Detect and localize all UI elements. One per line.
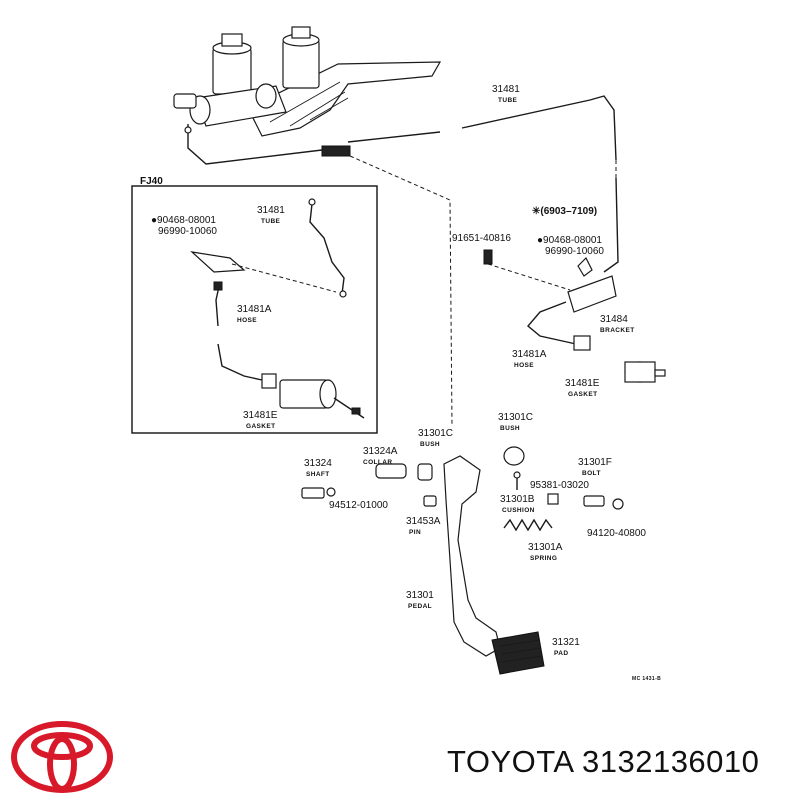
svg-text:PAD: PAD [554,650,568,657]
svg-text:31301: 31301 [406,590,434,601]
callout-spring: 31301A SPRING [528,542,563,562]
svg-text:31481A: 31481A [237,304,272,315]
toyota-logo [11,721,113,793]
svg-text:HOSE: HOSE [514,362,534,369]
callout-hose-inset: 31481A HOSE [237,304,272,324]
callout-bush-right: 31301C BUSH [498,412,533,432]
svg-text:TUBE: TUBE [261,218,281,225]
inset-label: FJ40 [140,176,163,187]
svg-text:●90468-08001: ●90468-08001 [537,235,602,246]
callout-washer-right: ●90468-08001 96990-10060 [537,235,604,257]
svg-text:31481E: 31481E [565,378,600,389]
svg-text:BRACKET: BRACKET [600,327,635,334]
callout-date-range: ✳(6903–7109) [532,206,597,217]
callout-pin: 31453A PIN [406,516,441,536]
svg-text:31301A: 31301A [528,542,563,553]
figure-code: MC 1431-B [632,676,661,682]
svg-text:SHAFT: SHAFT [306,471,330,478]
svg-text:31301C: 31301C [498,412,533,423]
callout-bolt-91651: 91651-40816 [452,233,511,244]
callout-pad: 31321 PAD [552,637,580,657]
tube-line [461,95,617,161]
svg-text:●90468-08001: ●90468-08001 [151,215,216,226]
svg-text:BUSH: BUSH [420,441,440,448]
svg-text:31301B: 31301B [500,494,535,505]
callout-bolt-31301f: 31301F BOLT [578,457,612,477]
svg-text:PIN: PIN [409,529,421,536]
svg-text:TUBE: TUBE [498,97,518,104]
callout-nut-94120: 94120-40800 [587,528,646,539]
master-cylinder-assembly [173,26,442,165]
svg-text:COLLAR: COLLAR [363,459,392,466]
callout-tube-top: 31481 TUBE [492,84,520,104]
svg-text:GASKET: GASKET [246,423,276,430]
callout-washer-left: ●90468-08001 96990-10060 [151,215,217,237]
callout-shaft: 31324 SHAFT [304,458,332,478]
svg-text:BUSH: BUSH [500,425,520,432]
callout-nut-94512: 94512-01000 [329,500,388,511]
callout-hose-right: 31481A HOSE [512,349,547,369]
svg-text:31453A: 31453A [406,516,441,527]
svg-text:HOSE: HOSE [237,317,257,324]
svg-text:31324A: 31324A [363,446,398,457]
svg-text:31324: 31324 [304,458,332,469]
fj40-inset [131,185,378,434]
callout-bush-left: 31301C BUSH [418,428,453,448]
callout-collar: 31324A COLLAR [363,446,398,466]
callout-gasket-inset: 31481E GASKET [243,410,278,430]
svg-text:31481E: 31481E [243,410,278,421]
tube-line-left [347,131,441,143]
svg-text:96990-10060: 96990-10060 [158,226,217,237]
svg-text:31481: 31481 [492,84,520,95]
svg-text:PEDAL: PEDAL [408,603,432,610]
svg-text:SPRING: SPRING [530,555,557,562]
svg-text:96990-10060: 96990-10060 [545,246,604,257]
callout-tube-inset: 31481 TUBE [257,205,285,225]
callout-gasket-right: 31481E GASKET [565,378,600,398]
svg-text:GASKET: GASKET [568,391,598,398]
svg-text:BOLT: BOLT [582,470,601,477]
callout-pedal: 31301 PEDAL [406,590,434,610]
svg-text:31321: 31321 [552,637,580,648]
callout-bracket: 31484 BRACKET [600,314,635,334]
brand-title: TOYOTA 3132136010 [447,744,760,779]
callout-cushion: 31301B CUSHION [500,494,535,514]
callout-bolt-95381: 95381-03020 [530,480,589,491]
svg-text:31484: 31484 [600,314,628,325]
hose-bracket-group [483,249,666,383]
svg-text:31481A: 31481A [512,349,547,360]
svg-text:31301C: 31301C [418,428,453,439]
svg-text:31481: 31481 [257,205,285,216]
svg-text:CUSHION: CUSHION [502,507,535,514]
pedal-assembly [301,446,624,675]
svg-text:31301F: 31301F [578,457,612,468]
